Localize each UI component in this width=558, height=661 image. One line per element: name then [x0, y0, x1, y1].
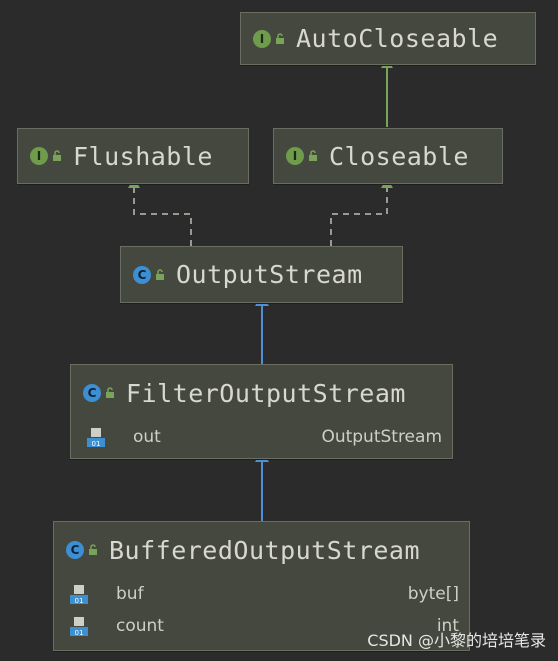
node-filteroutputstream[interactable]: C FilterOutputStream 01 out OutputStream — [70, 364, 453, 459]
edge-outputstream-flushable — [128, 178, 192, 246]
lock-open-icon — [156, 268, 164, 280]
interface-badge-icon: I — [286, 147, 304, 165]
field-icon: 01 — [87, 428, 105, 448]
field-row[interactable]: 01 out OutputStream — [71, 421, 452, 453]
svg-text:01: 01 — [75, 629, 84, 637]
edge-outputstream-closeable — [330, 178, 393, 246]
lock-open-icon — [276, 32, 284, 44]
field-name: out — [133, 427, 161, 447]
lock-open-icon — [53, 150, 61, 161]
field-type: byte[] — [407, 584, 459, 604]
field-name: buf — [116, 584, 144, 604]
node-title: FilterOutputStream — [126, 378, 406, 408]
class-badge-icon: C — [133, 265, 151, 284]
node-title: AutoCloseable — [296, 24, 499, 53]
field-row[interactable]: 01 buf byte[] — [54, 578, 469, 610]
field-icon: 01 — [70, 617, 88, 637]
node-autocloseable[interactable]: I AutoCloseable — [240, 12, 536, 65]
field-type: int — [436, 616, 459, 636]
node-flushable[interactable]: I Flushable — [17, 128, 249, 184]
interface-badge-icon: I — [253, 29, 271, 48]
field-row[interactable]: 01 count int — [54, 610, 469, 642]
svg-text:01: 01 — [92, 440, 101, 448]
lock-open-icon — [309, 150, 317, 161]
lock-open-icon — [89, 544, 97, 555]
svg-text:01: 01 — [75, 597, 84, 605]
class-badge-icon: C — [66, 541, 84, 559]
class-badge-icon: C — [83, 384, 101, 402]
node-title: Closeable — [329, 141, 469, 171]
lock-open-icon — [106, 387, 114, 398]
node-bufferedoutputstream[interactable]: C BufferedOutputStream 01 buf byte[] 01 … — [53, 521, 470, 651]
node-closeable[interactable]: I Closeable — [273, 128, 503, 184]
node-title: Flushable — [73, 141, 213, 171]
node-title: BufferedOutputStream — [109, 535, 421, 565]
node-outputstream[interactable]: C OutputStream — [120, 246, 403, 303]
field-icon: 01 — [70, 585, 88, 605]
interface-badge-icon: I — [30, 147, 48, 165]
field-type: OutputStream — [321, 427, 442, 447]
field-name: count — [116, 616, 164, 636]
node-title: OutputStream — [176, 260, 363, 289]
watermark: CSDN @小黎的培培笔录 — [367, 631, 546, 650]
